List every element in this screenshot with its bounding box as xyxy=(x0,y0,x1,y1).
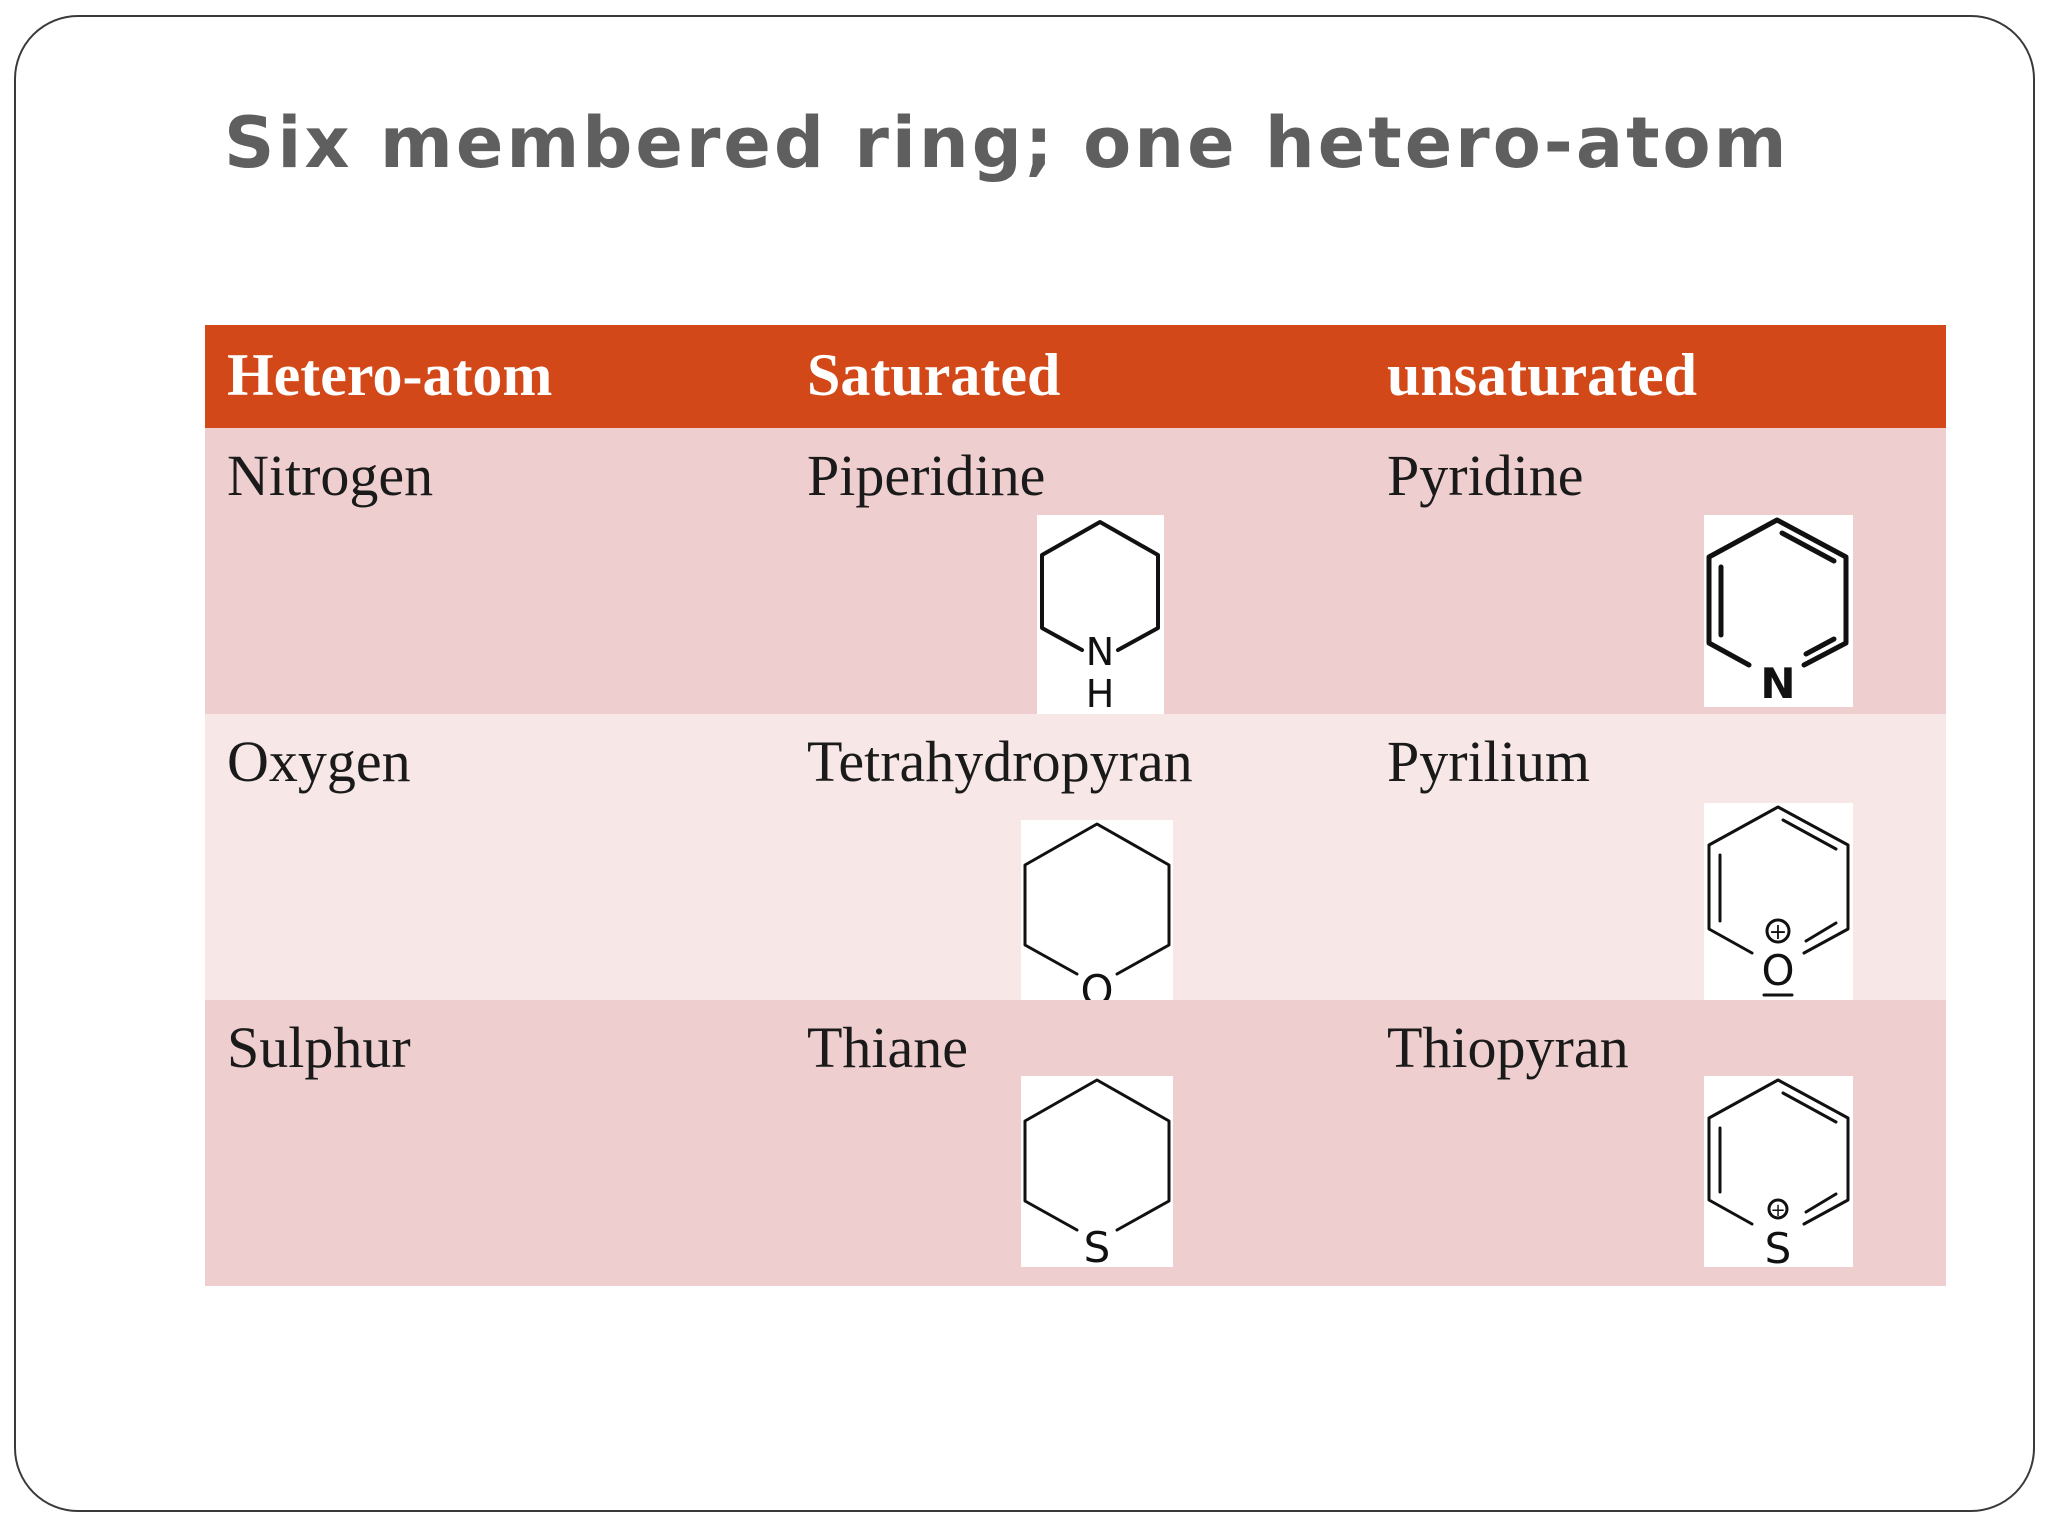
pyrilium-atom-o: O xyxy=(1761,946,1794,995)
pyridine-ring-drawing: N xyxy=(1706,517,1849,707)
cell-saturated: Thiane S xyxy=(785,1000,1365,1286)
table-row-nitrogen: Nitrogen Piperidine N H Pyridine N xyxy=(205,428,1946,714)
thiane-atom-s: S xyxy=(1084,1223,1111,1267)
cell-heteroatom: Sulphur xyxy=(205,1000,785,1286)
heteroatom-name: Oxygen xyxy=(227,729,411,794)
pyridine-atom-n: N xyxy=(1760,659,1795,707)
piperidine-ring-drawing: N H xyxy=(1040,520,1160,714)
thiopyran-charge: + xyxy=(1770,1200,1785,1221)
unsaturated-compound-name: Thiopyran xyxy=(1387,1015,1629,1080)
table-row-oxygen: Oxygen Tetrahydropyran O Pyrilium xyxy=(205,714,1946,1010)
header-cell-unsaturated: unsaturated xyxy=(1365,325,1946,428)
cell-unsaturated: Thiopyran + S xyxy=(1365,1000,1946,1286)
thiopyran-atom-s: S xyxy=(1765,1224,1792,1267)
tetrahydropyran-structure: O xyxy=(1021,820,1173,1010)
saturated-compound-name: Tetrahydropyran xyxy=(807,729,1193,794)
saturated-compound-name: Thiane xyxy=(807,1015,969,1080)
thiopyran-ring-drawing: + S xyxy=(1707,1078,1850,1267)
piperidine-structure: N H xyxy=(1037,515,1164,714)
header-cell-heteroatom: Hetero-atom xyxy=(205,325,785,428)
piperidine-atom-h: H xyxy=(1086,672,1115,714)
cell-saturated: Piperidine N H xyxy=(785,428,1365,714)
cell-unsaturated: Pyrilium + O xyxy=(1365,714,1946,1000)
header-saturated: Saturated xyxy=(807,342,1061,408)
unsaturated-compound-name: Pyridine xyxy=(1387,443,1584,508)
tetrahydropyran-ring-drawing: O xyxy=(1023,822,1171,1010)
saturated-compound-name: Piperidine xyxy=(807,443,1046,508)
piperidine-atom-n: N xyxy=(1086,630,1114,674)
table-row-sulphur: Sulphur Thiane S Thiopyran + xyxy=(205,1000,1946,1286)
cell-heteroatom: Oxygen xyxy=(205,714,785,1000)
heteroatom-name: Nitrogen xyxy=(227,443,434,508)
cell-unsaturated: Pyridine N xyxy=(1365,428,1946,714)
thiane-structure: S xyxy=(1021,1076,1173,1267)
pyridine-structure: N xyxy=(1704,515,1853,707)
heterocycle-table: Hetero-atom Saturated unsaturated Nitrog… xyxy=(205,325,1946,1286)
header-unsaturated: unsaturated xyxy=(1387,342,1698,408)
cell-saturated: Tetrahydropyran O xyxy=(785,714,1365,1010)
header-cell-saturated: Saturated xyxy=(785,325,1365,428)
unsaturated-compound-name: Pyrilium xyxy=(1387,729,1591,794)
pyrilium-ring-drawing: + O xyxy=(1707,805,1850,997)
slide-title: Six membered ring; one hetero-atom xyxy=(224,102,1790,184)
thiopyran-structure: + S xyxy=(1704,1076,1853,1267)
cell-heteroatom: Nitrogen xyxy=(205,428,785,714)
table-header-row: Hetero-atom Saturated unsaturated xyxy=(205,325,1946,428)
header-heteroatom: Hetero-atom xyxy=(227,342,553,408)
pyrilium-structure: + O xyxy=(1704,803,1853,1000)
heteroatom-name: Sulphur xyxy=(227,1015,411,1080)
pyrilium-charge: + xyxy=(1769,920,1787,945)
thiane-ring-drawing: S xyxy=(1023,1078,1171,1267)
